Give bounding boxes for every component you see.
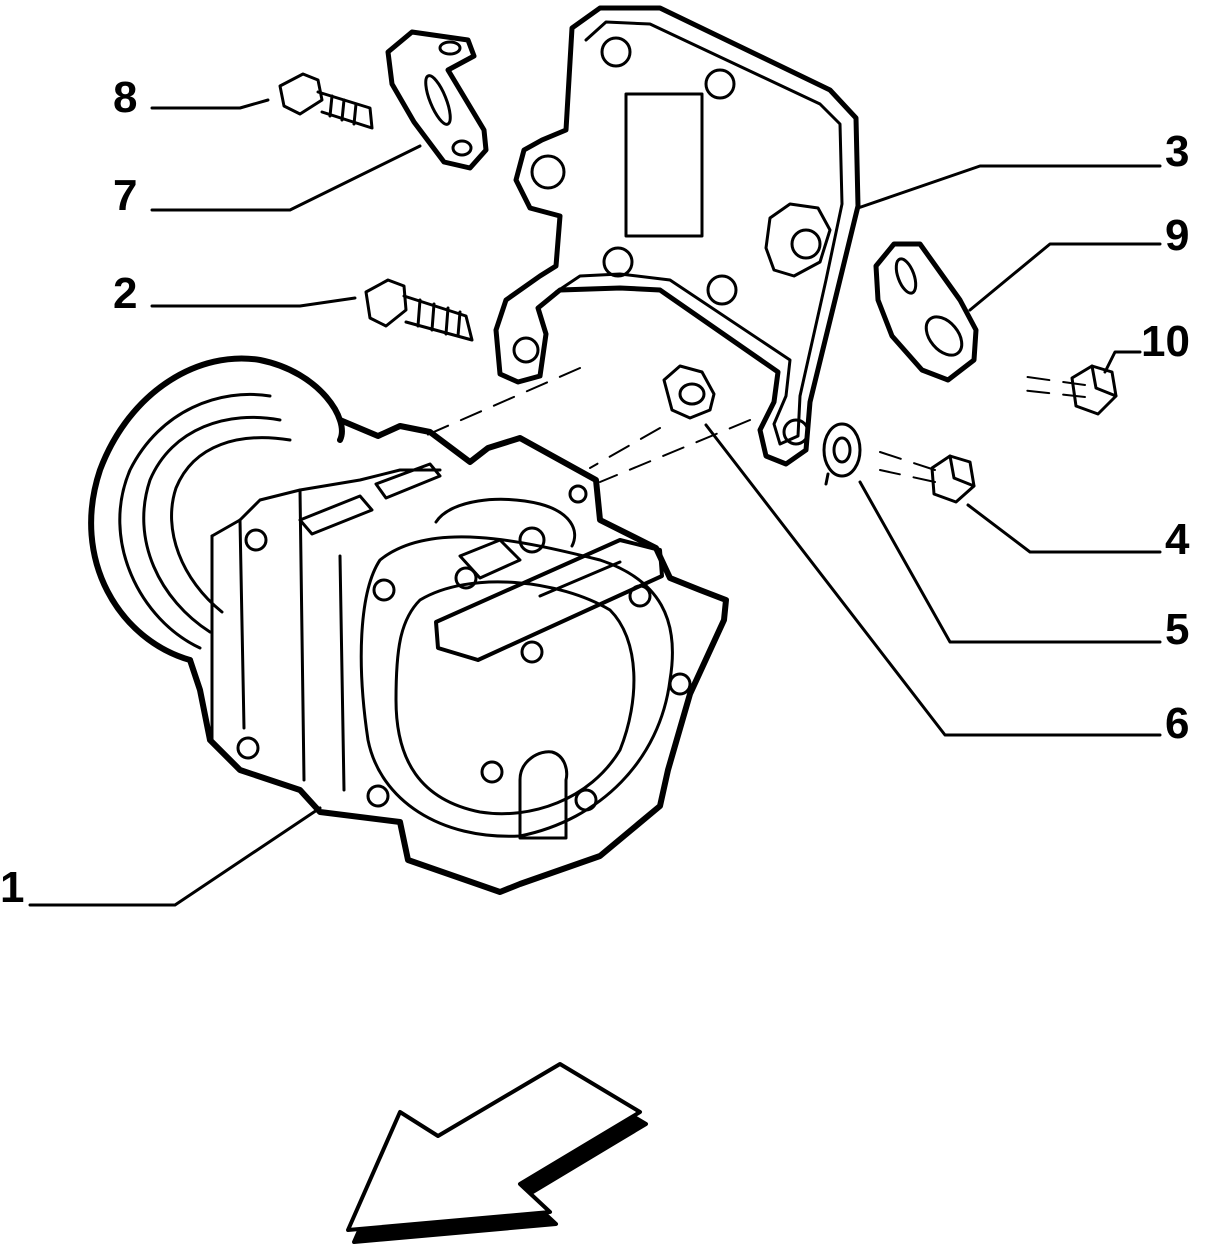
bolt-part-10 <box>1070 364 1118 416</box>
alignment-dashes <box>419 367 1086 483</box>
callout-8: 8 <box>113 73 138 122</box>
callout-2: 2 <box>113 269 138 318</box>
plate-part-9 <box>873 241 979 383</box>
compressor-part-1 <box>88 355 729 895</box>
bolt-part-8 <box>278 72 374 130</box>
bracket-part-7 <box>385 29 489 171</box>
front-arrow-icon <box>346 1062 648 1244</box>
callout-7: 7 <box>113 171 138 220</box>
bolt-part-2 <box>364 278 474 342</box>
bracket-plate-part-3 <box>493 5 861 467</box>
callout-3: 3 <box>1165 127 1190 176</box>
callout-6: 6 <box>1165 699 1190 748</box>
leader-lines <box>28 98 1162 907</box>
washer-part-5 <box>822 422 862 486</box>
callout-10: 10 <box>1141 317 1190 366</box>
callout-1: 1 <box>0 863 25 912</box>
bolt-part-4 <box>930 454 976 504</box>
spacer-part-6 <box>662 364 716 420</box>
callout-9: 9 <box>1165 211 1190 260</box>
callout-5: 5 <box>1165 605 1190 654</box>
callout-4: 4 <box>1165 515 1190 564</box>
